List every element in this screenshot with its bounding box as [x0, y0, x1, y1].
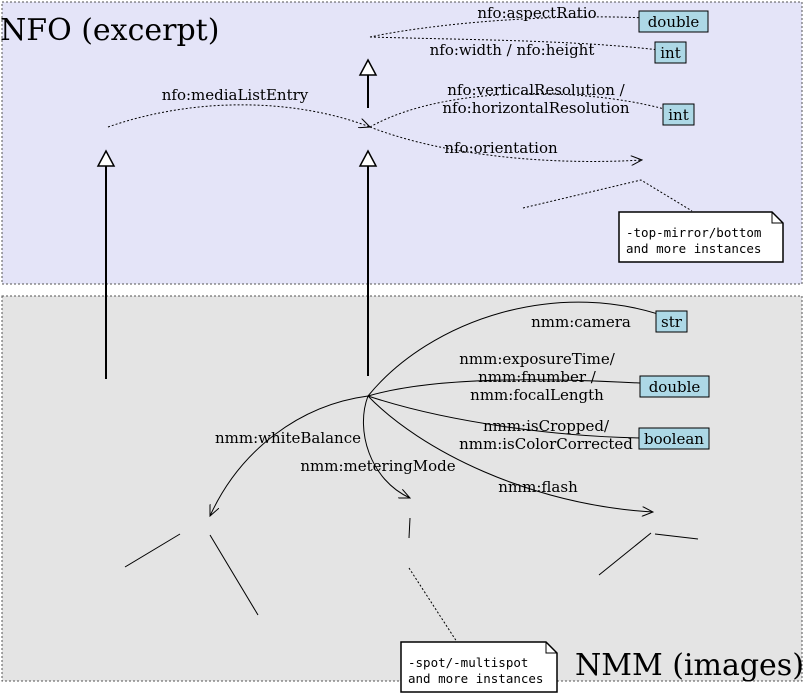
- note-orientation-line2: and more instances: [626, 241, 761, 256]
- label-white-balance: nmm:whiteBalance: [215, 429, 361, 447]
- stub-line: [209, 534, 259, 616]
- type-label-aspect-ratio: double: [648, 13, 700, 31]
- type-box-cropped: [638, 427, 710, 450]
- label-resolution-line1: nfo:verticalResolution /: [447, 81, 625, 99]
- type-box-resolution: [662, 103, 695, 126]
- note-metering-line1: -spot/-multispot: [408, 655, 528, 670]
- type-box-aspect-ratio: [638, 10, 709, 33]
- label-cropped-line1: nmm:isCropped/: [483, 417, 610, 435]
- type-label-width: int: [660, 44, 681, 62]
- label-exposure-line2: nmm:fnumber /: [478, 368, 597, 386]
- nmm-panel: [1, 295, 803, 682]
- type-box-camera: [655, 310, 688, 333]
- type-boxes: double int int str double boolean: [638, 10, 710, 450]
- label-camera: nmm:camera: [531, 313, 631, 331]
- inheritance-triangle-left: [96, 149, 116, 167]
- note-metering-line2: and more instances: [408, 671, 543, 686]
- type-box-width: [654, 41, 687, 64]
- nfo-property-edges: [107, 17, 693, 643]
- label-cropped-line2: nmm:isColorCorrected: [459, 435, 633, 453]
- inheritance-triangle-top: [358, 58, 378, 76]
- stub-line: [124, 533, 181, 568]
- label-resolution-line2: nfo:horizontalResolution: [442, 99, 630, 117]
- type-label-exposure: double: [649, 378, 701, 396]
- label-flash: nmm:flash: [498, 478, 578, 496]
- label-media-list-entry: nfo:mediaListEntry: [162, 86, 309, 104]
- stub-line: [408, 517, 411, 539]
- label-orientation: nfo:orientation: [444, 139, 558, 157]
- edge-media-list-entry: [107, 104, 370, 127]
- edge-orientation: [369, 126, 642, 161]
- note-orientation: -top-mirror/bottom and more instances: [618, 211, 784, 263]
- nmm-panel-title: NMM (images): [575, 648, 804, 683]
- nfo-panel-title: NFO (excerpt): [0, 13, 219, 48]
- type-label-camera: str: [661, 313, 683, 331]
- note-metering: -spot/-multispot and more instances: [400, 641, 558, 693]
- note-connector-metering: [408, 567, 458, 643]
- label-width-height: nfo:width / nfo:height: [430, 41, 595, 59]
- edge-resolution: [369, 93, 678, 128]
- edge-width-height: [369, 36, 674, 52]
- label-exposure-line3: nmm:focalLength: [470, 386, 604, 404]
- type-box-exposure: [639, 375, 710, 398]
- edge-metering-mode: [362, 395, 410, 498]
- label-metering-mode: nmm:meteringMode: [300, 457, 455, 475]
- inheritance-triangle-center: [358, 149, 378, 167]
- inheritance-arrows: [96, 58, 378, 379]
- note-orientation-line1: -top-mirror/bottom: [626, 225, 761, 240]
- note-connector-orientation: [522, 179, 693, 212]
- stub-line: [598, 532, 652, 576]
- stub-line: [654, 533, 699, 540]
- nmm-property-edges: [124, 301, 699, 616]
- type-label-cropped: boolean: [644, 430, 704, 448]
- label-aspect-ratio: nfo:aspectRatio: [477, 4, 596, 22]
- edge-camera: [367, 301, 675, 397]
- edge-white-balance: [210, 395, 369, 516]
- edge-flash: [367, 395, 653, 512]
- edge-labels: nfo:mediaListEntry nfo:aspectRatio nfo:w…: [162, 4, 634, 496]
- label-exposure-line1: nmm:exposureTime/: [459, 350, 615, 368]
- type-label-resolution: int: [668, 106, 689, 124]
- edge-exposure: [367, 379, 675, 397]
- edge-cropped: [367, 395, 675, 438]
